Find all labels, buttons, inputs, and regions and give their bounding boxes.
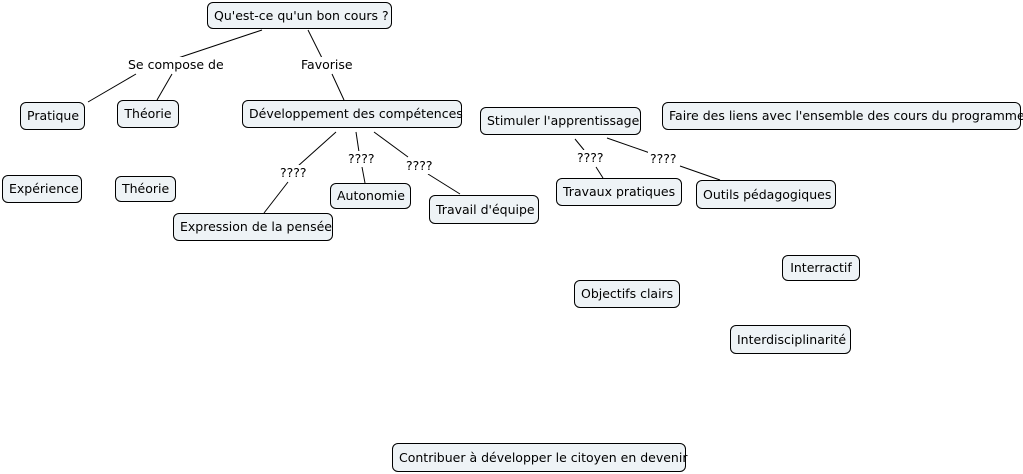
link-q1-expression <box>263 181 289 214</box>
link-stimuler-q4 <box>574 138 585 151</box>
link-favorise-developpement <box>331 73 345 101</box>
link-label-q-outils: ???? <box>648 151 679 167</box>
node-theorie-2[interactable]: Théorie <box>115 176 176 202</box>
node-developpement-competences[interactable]: Développement des compétences <box>242 100 463 128</box>
link-label-q-equipe: ???? <box>404 158 435 174</box>
link-stimuler-q5 <box>606 137 651 154</box>
root-node[interactable]: Qu'est-ce qu'un bon cours ? <box>207 2 392 29</box>
link-q4-travaux <box>595 166 604 179</box>
link-label-favorise: Favorise <box>299 57 355 73</box>
node-outils-pedagogiques[interactable]: Outils pédagogiques <box>696 180 836 209</box>
link-dev-q3 <box>373 131 409 158</box>
link-root-favorise <box>307 29 323 59</box>
link-secompose-pratique <box>87 73 137 103</box>
link-label-se-compose-de: Se compose de <box>126 57 226 73</box>
node-pratique[interactable]: Pratique <box>20 102 85 130</box>
node-citoyen-en-devenir[interactable]: Contribuer à développer le citoyen en de… <box>392 443 687 472</box>
link-dev-q1 <box>297 131 337 167</box>
link-label-q-travaux: ???? <box>575 150 606 166</box>
node-interdisciplinarite[interactable]: Interdisciplinarité <box>730 325 851 354</box>
link-dev-q2 <box>355 131 360 153</box>
link-root-secompose <box>177 29 263 59</box>
node-expression-pensee[interactable]: Expression de la pensée <box>173 213 333 241</box>
node-faire-des-liens[interactable]: Faire des liens avec l'ensemble des cour… <box>662 102 1023 130</box>
node-stimuler-apprentissage[interactable]: Stimuler l'apprentissage <box>480 107 641 135</box>
link-q5-outils <box>679 165 721 181</box>
node-experience[interactable]: Expérience <box>2 175 82 203</box>
link-secompose-theorie <box>156 73 173 101</box>
node-interractif[interactable]: Interractif <box>782 255 860 281</box>
link-label-q-autonomie: ???? <box>346 151 377 167</box>
node-travail-equipe[interactable]: Travail d'équipe <box>429 195 539 224</box>
link-label-q-expression: ???? <box>278 165 309 181</box>
link-q3-equipe <box>427 173 461 195</box>
node-autonomie[interactable]: Autonomie <box>330 183 411 209</box>
node-objectifs-clairs[interactable]: Objectifs clairs <box>574 280 680 308</box>
node-travaux-pratiques[interactable]: Travaux pratiques <box>556 178 682 206</box>
link-q2-autonomie <box>361 166 366 184</box>
node-theorie[interactable]: Théorie <box>117 100 179 128</box>
